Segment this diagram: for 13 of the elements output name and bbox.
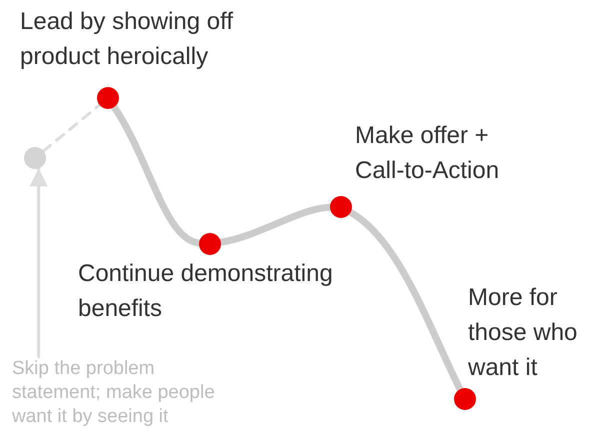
point-marker: [24, 147, 46, 169]
point-marker: [330, 196, 352, 218]
note-text: Skip the problem statement; make people want it by seeing it: [12, 357, 227, 429]
point-marker: [97, 87, 119, 109]
point-marker: [454, 388, 476, 410]
annotation-text: Continue demonstrating benefits: [78, 259, 334, 324]
dashed-curve: [42, 103, 101, 153]
annotation-text: Make offer + Call-to-Action: [355, 121, 500, 186]
curve-line: [347, 208, 464, 393]
annotation-text: Lead by showing off product heroically: [20, 7, 234, 72]
arrow: [30, 166, 48, 358]
annotation-text: More for those who want it: [468, 283, 578, 383]
point-marker: [199, 233, 221, 255]
